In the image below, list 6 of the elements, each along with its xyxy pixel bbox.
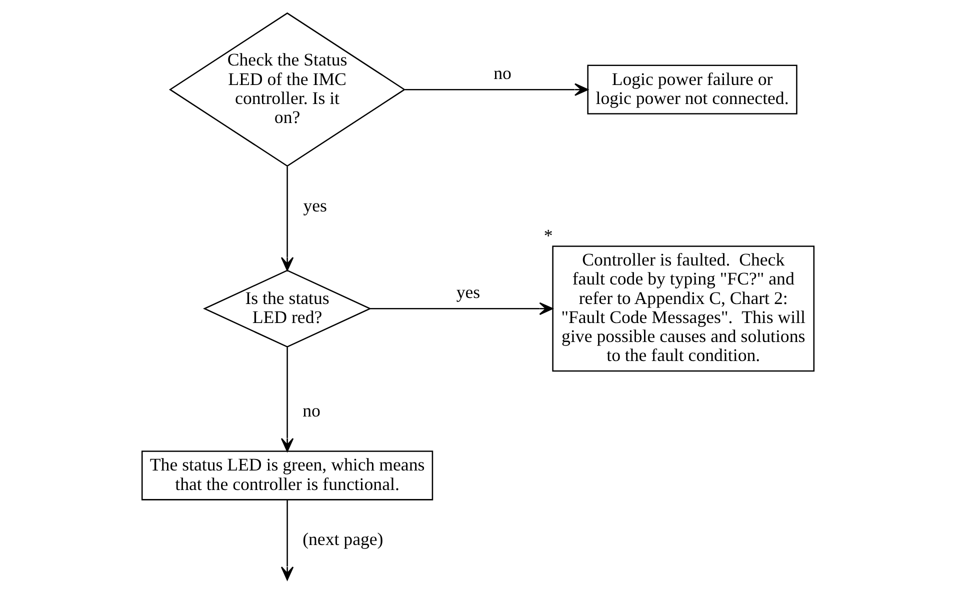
- node-label: *: [544, 225, 553, 246]
- edge-label: (next page): [302, 529, 384, 550]
- edge-label: yes: [303, 195, 327, 216]
- edge-label: no: [302, 400, 320, 421]
- edge-label: yes: [456, 282, 480, 302]
- edge-label: no: [494, 63, 512, 84]
